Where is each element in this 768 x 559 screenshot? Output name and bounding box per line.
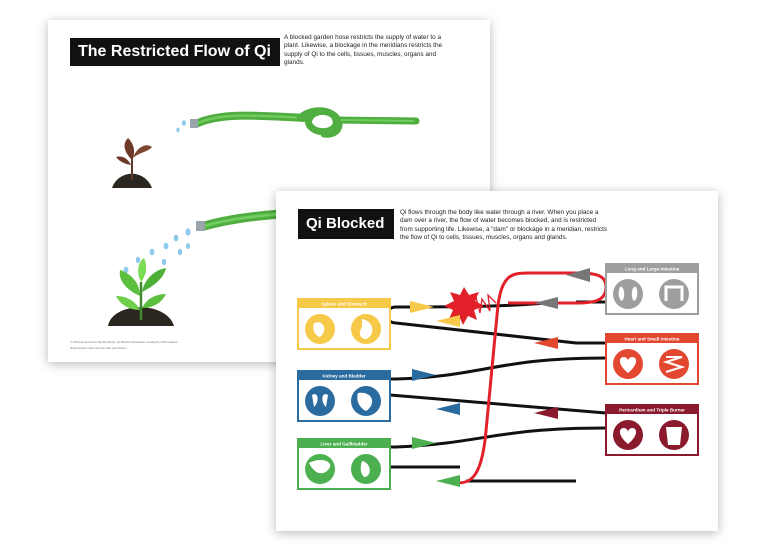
flow-arrows xyxy=(410,268,590,487)
meridian-flow-diagram: Spleen and Stomach Kidney and Bladder Li… xyxy=(297,263,699,490)
organ-box-label: Heart and Small Intestine xyxy=(625,337,680,342)
healthy-plant-icon xyxy=(108,258,174,326)
organ-box-label: Spleen and Stomach xyxy=(321,302,366,307)
fine-print-line-2: Reproduced under license with permission xyxy=(70,346,127,350)
restricted-flow-description: A blocked garden hose restricts the supp… xyxy=(284,34,443,67)
organ-box-kidney-bladder: Kidney and Bladder xyxy=(297,370,391,422)
large-intestine-icon xyxy=(659,279,689,309)
qi-blocked-title: Qi Blocked xyxy=(298,209,394,239)
knotted-hose xyxy=(190,107,420,138)
organ-box-lung-large-intestine: Lung and Large Intestine xyxy=(605,263,699,315)
flowing-hose xyxy=(196,209,285,231)
organ-box-label: Lung and Large Intestine xyxy=(625,267,680,272)
organ-box-pericardium-triple-burner: Pericardium and Triple Burner xyxy=(605,404,699,456)
water-spray-icon xyxy=(123,228,191,275)
lungs-icon xyxy=(613,279,643,309)
qi-blocked-sheet: Qi Blocked Qi flows through the body lik… xyxy=(276,191,718,531)
organ-box-label: Pericardium and Triple Burner xyxy=(619,408,685,413)
wilted-plant-icon xyxy=(112,138,152,188)
hose-plant-illustration xyxy=(108,107,420,326)
organ-box-heart-small-intestine: Heart and Small Intestine xyxy=(605,333,699,385)
hose-nozzle-icon xyxy=(190,119,198,128)
organ-box-liver-gallbladder: Liver and Gallbladder xyxy=(297,438,391,490)
organ-box-label: Kidney and Bladder xyxy=(322,374,365,379)
organ-box-spleen-stomach: Spleen and Stomach xyxy=(297,298,391,350)
hose-nozzle-icon-lower xyxy=(196,221,205,231)
fine-print-line-1: © 2014 acupuncture Media Works. Qi Block… xyxy=(70,340,178,344)
water-drops-icon xyxy=(176,120,186,133)
restricted-flow-title: The Restricted Flow of Qi xyxy=(70,38,280,66)
kidney-icon xyxy=(305,386,335,416)
qi-blocked-description: Qi flows through the body like water thr… xyxy=(400,209,608,242)
organ-box-label: Liver and Gallbladder xyxy=(321,442,368,447)
blockage-burst-icon xyxy=(444,287,484,325)
